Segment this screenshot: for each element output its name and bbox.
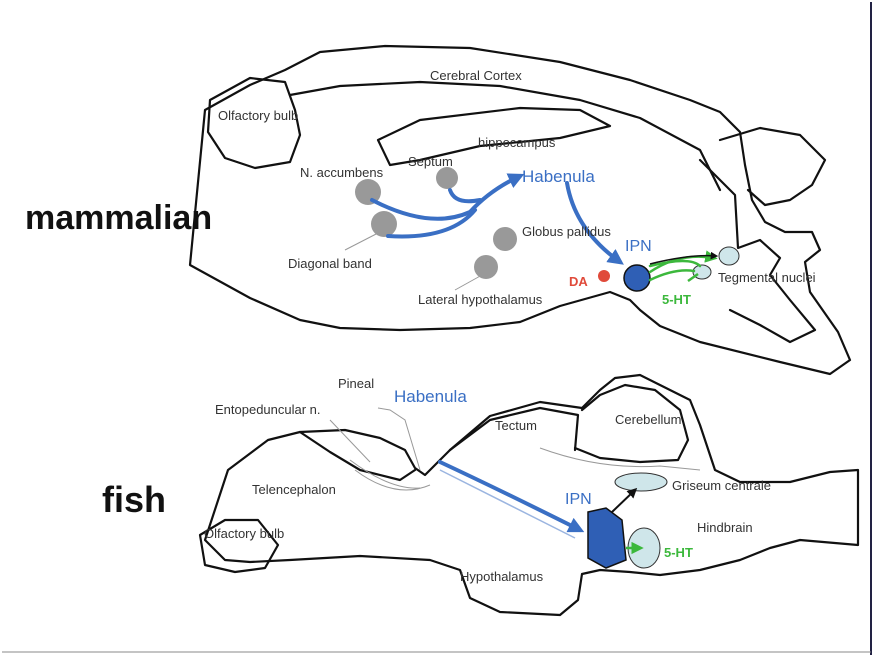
septum-label: Septum <box>408 154 453 169</box>
lateral-hypothalamus-label: Lateral hypothalamus <box>418 292 543 307</box>
mammal-5ht-label: 5-HT <box>662 292 691 307</box>
label-line-diagonal <box>344 231 381 251</box>
serotonin-source-line <box>687 272 699 283</box>
fish-inner-line <box>539 447 701 471</box>
mammalian-heading: mammalian <box>25 199 212 237</box>
pineal-label: Pineal <box>338 376 374 391</box>
cortex-inner-fold <box>288 80 722 192</box>
diagonal-pathway <box>386 208 477 239</box>
serotonin-projection-2 <box>648 269 696 282</box>
ipn-to-griseum-arrow <box>611 487 638 513</box>
brainstem-outline <box>698 158 817 344</box>
septum-node <box>436 167 458 189</box>
entopeduncular-line <box>329 419 371 463</box>
griseum-centrale-node <box>614 472 668 492</box>
dopamine-node <box>598 270 610 282</box>
fish-brain: fish Pineal Habenula Entopeduncular n. T… <box>102 373 860 617</box>
fish-olfactory-outline <box>198 518 280 574</box>
globus-pallidus-label: Globus pallidus <box>522 224 611 239</box>
mammal-olfactory-line: Olfactory bulb <box>218 108 298 123</box>
serotonin-projection-3 <box>648 259 702 268</box>
tectum-label: Tectum <box>495 418 537 433</box>
fish-heading: fish <box>102 479 166 520</box>
fish-brain-outline <box>203 373 860 617</box>
fish-ipn-node <box>587 507 627 569</box>
olfactory-bulb-outline <box>206 76 302 170</box>
entopeduncular-label: Entopeduncular n. <box>215 402 321 417</box>
hindbrain-label: Hindbrain <box>697 520 753 535</box>
fish-telenceph-fibers-2 <box>354 469 431 491</box>
fish-telencephalon-fold <box>298 430 417 482</box>
diagonal-band-node <box>371 211 397 237</box>
mammalian-brain-outline <box>188 44 852 376</box>
fish-cerebellum-outline <box>573 383 690 464</box>
mammal-olfactory-label: Olfactory bulb <box>218 108 298 123</box>
fish-olfactory-label: Olfactory bulb <box>204 526 284 541</box>
fish-ipn-label: IPN <box>565 491 592 508</box>
fish-telenceph-fibers <box>349 459 421 489</box>
diagonal-band-label: Diagonal band <box>288 256 372 271</box>
tectum-outline <box>448 406 580 452</box>
mammal-habenula-label: Habenula <box>522 167 595 186</box>
tegmental-nucleus-upper <box>718 246 740 266</box>
cerebellum-fold <box>718 126 827 207</box>
mammal-ipn-label: IPN <box>625 238 652 255</box>
septum-pathway <box>448 188 482 204</box>
n-accumbens-label: N. accumbens <box>300 165 384 180</box>
hippocampus-outline <box>376 106 612 167</box>
hypothalamus-label: Hypothalamus <box>460 569 544 584</box>
label-line-lateral <box>454 274 483 291</box>
habenula-to-ipn-pathway <box>565 181 624 265</box>
pineal-stalk <box>377 407 421 471</box>
n-accumbens-node <box>355 179 381 205</box>
globus-pallidus-node <box>493 227 517 251</box>
fish-tract-sheath <box>439 469 576 539</box>
telencephalon-label: Telencephalon <box>252 482 336 497</box>
mammal-ipn-node <box>623 264 651 292</box>
cerebellum-label: Cerebellum <box>615 412 681 427</box>
griseum-centrale-label: Griseum centrale <box>672 478 771 493</box>
ipn-to-tegmental-arrow <box>649 251 719 265</box>
cerebral-cortex-label: Cerebral Cortex <box>430 68 522 83</box>
serotonin-projection-1 <box>648 250 718 274</box>
tegmental-nuclei-label: Tegmental nuclei <box>718 270 816 285</box>
dopamine-label: DA <box>569 274 588 289</box>
fish-habenula-label: Habenula <box>394 387 467 406</box>
lateral-hypothalamus-node <box>474 255 498 279</box>
fish-habenula-tract <box>438 460 585 533</box>
mammalian-brain: mammalian Cerebral Cortex Olfactory bulb… <box>25 44 852 376</box>
hippocampus-label: hippocampus <box>478 135 556 150</box>
accumbens-pathway <box>370 173 525 221</box>
fish-5ht-label: 5-HT <box>664 545 693 560</box>
